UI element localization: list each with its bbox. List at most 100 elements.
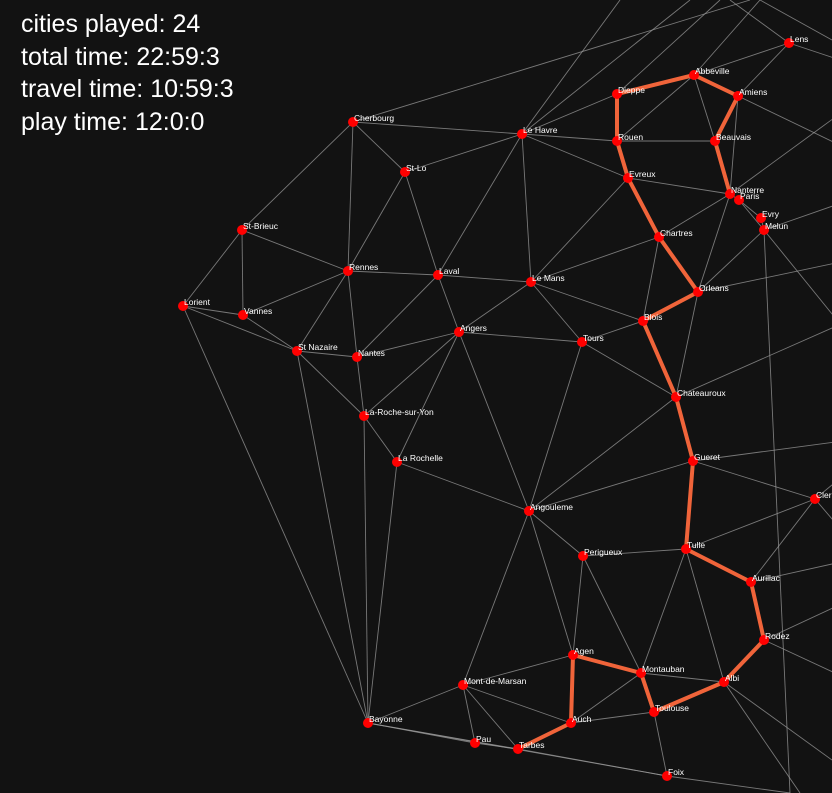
city-marker[interactable]	[746, 577, 756, 587]
city-marker[interactable]	[470, 738, 480, 748]
city-tours[interactable]: Tours	[577, 333, 604, 347]
city-marker[interactable]	[392, 457, 402, 467]
city-chartres[interactable]: Chartres	[654, 228, 693, 242]
city-pau[interactable]: Pau	[470, 734, 491, 748]
city-laval[interactable]: Laval	[433, 266, 459, 280]
city-marker[interactable]	[517, 129, 527, 139]
city-foix[interactable]: Foix	[662, 767, 685, 781]
city-marker[interactable]	[725, 189, 735, 199]
city-marker[interactable]	[400, 167, 410, 177]
city-cherbourg[interactable]: Cherbourg	[348, 113, 394, 127]
city-marker[interactable]	[689, 70, 699, 80]
city-marker[interactable]	[578, 551, 588, 561]
city-marker[interactable]	[612, 136, 622, 146]
city-la-roche-sur-yon[interactable]: La-Roche-sur-Yon	[359, 407, 434, 421]
city-evreux[interactable]: Evreux	[623, 169, 656, 183]
city-perigueux[interactable]: Perigueux	[578, 547, 623, 561]
city-marker[interactable]	[568, 650, 578, 660]
city-marker[interactable]	[638, 316, 648, 326]
city-marker[interactable]	[513, 744, 523, 754]
city-amiens[interactable]: Amiens	[733, 87, 767, 101]
map-edge	[642, 236, 660, 322]
city-montauban[interactable]: Montauban	[636, 664, 685, 678]
city-blois[interactable]: Blois	[638, 312, 662, 326]
city-marker[interactable]	[458, 680, 468, 690]
city-rodez[interactable]: Rodez	[759, 631, 790, 645]
city-marker[interactable]	[524, 506, 534, 516]
city-tarbes[interactable]: Tarbes	[513, 740, 545, 754]
map-edge	[521, 93, 618, 135]
city-marker[interactable]	[784, 38, 794, 48]
city-marker[interactable]	[719, 677, 729, 687]
city-le-mans[interactable]: Le Mans	[526, 273, 565, 287]
city-gueret[interactable]: Gueret	[688, 452, 721, 466]
map-edge	[763, 205, 832, 231]
city-orleans[interactable]: Orleans	[693, 283, 729, 297]
city-marker[interactable]	[454, 327, 464, 337]
city-angouleme[interactable]: Angouleme	[524, 502, 573, 516]
city-clermont[interactable]: Clerm	[810, 490, 832, 504]
city-marker[interactable]	[343, 266, 353, 276]
city-marker[interactable]	[693, 287, 703, 297]
city-marker[interactable]	[649, 707, 659, 717]
city-rouen[interactable]: Rouen	[612, 132, 643, 146]
city-marker[interactable]	[759, 225, 769, 235]
city-marker[interactable]	[688, 456, 698, 466]
city-aurillac[interactable]: Aurillac	[746, 573, 781, 587]
city-marker[interactable]	[759, 635, 769, 645]
city-marker[interactable]	[348, 117, 358, 127]
city-melun[interactable]: Melun	[759, 221, 788, 235]
city-marker[interactable]	[756, 213, 766, 223]
city-paris[interactable]: Paris	[734, 191, 759, 205]
city-lens[interactable]: Lens	[784, 34, 808, 48]
city-nantes[interactable]: Nantes	[352, 348, 385, 362]
city-marker[interactable]	[681, 544, 691, 554]
city-bayonne[interactable]: Bayonne	[363, 714, 403, 728]
city-auch[interactable]: Auch	[566, 714, 592, 728]
city-evry[interactable]: Evry	[756, 209, 780, 223]
city-lorient[interactable]: Lorient	[178, 297, 211, 311]
city-marker[interactable]	[733, 91, 743, 101]
city-dieppe[interactable]: Dieppe	[612, 85, 645, 99]
city-marker[interactable]	[710, 136, 720, 146]
city-marker[interactable]	[662, 771, 672, 781]
city-angers[interactable]: Angers	[454, 323, 487, 337]
city-marker[interactable]	[577, 337, 587, 347]
route-segment	[626, 176, 661, 239]
city-marker[interactable]	[623, 173, 633, 183]
city-marker[interactable]	[292, 346, 302, 356]
city-marker[interactable]	[237, 225, 247, 235]
city-marker[interactable]	[636, 668, 646, 678]
city-beauvais[interactable]: Beauvais	[710, 132, 751, 146]
city-nanterre[interactable]: Nanterre	[725, 185, 764, 199]
city-vannes[interactable]: Vannes	[238, 306, 272, 320]
city-marker[interactable]	[433, 270, 443, 280]
city-albi[interactable]: Albi	[719, 673, 739, 687]
city-st-nazaire[interactable]: St Nazaire	[292, 342, 338, 356]
city-marker[interactable]	[352, 352, 362, 362]
city-marker[interactable]	[526, 277, 536, 287]
city-mont-de-marsan[interactable]: Mont-de-Marsan	[458, 676, 527, 690]
city-marker[interactable]	[238, 310, 248, 320]
city-marker[interactable]	[359, 411, 369, 421]
city-agen[interactable]: Agen	[568, 646, 594, 660]
city-marker[interactable]	[566, 718, 576, 728]
city-chateauroux[interactable]: Chateauroux	[671, 388, 726, 402]
city-marker[interactable]	[734, 195, 744, 205]
city-abbeville[interactable]: Abbeville	[689, 66, 730, 80]
city-le-havre[interactable]: Le Havre	[517, 125, 558, 139]
city-marker[interactable]	[810, 494, 820, 504]
city-toulouse[interactable]: Toulouse	[649, 703, 689, 717]
city-marker[interactable]	[654, 232, 664, 242]
city-st-brieuc[interactable]: St-Brieuc	[237, 221, 279, 235]
city-marker[interactable]	[363, 718, 373, 728]
total-time-label: total time:	[21, 42, 130, 71]
map-edge	[685, 548, 725, 683]
city-tulle[interactable]: Tulle	[681, 540, 705, 554]
city-marker[interactable]	[671, 392, 681, 402]
city-marker[interactable]	[612, 89, 622, 99]
city-rennes[interactable]: Rennes	[343, 262, 378, 276]
city-st-lo[interactable]: St-Lo	[400, 163, 427, 177]
city-marker[interactable]	[178, 301, 188, 311]
city-la-rochelle[interactable]: La Rochelle	[392, 453, 443, 467]
